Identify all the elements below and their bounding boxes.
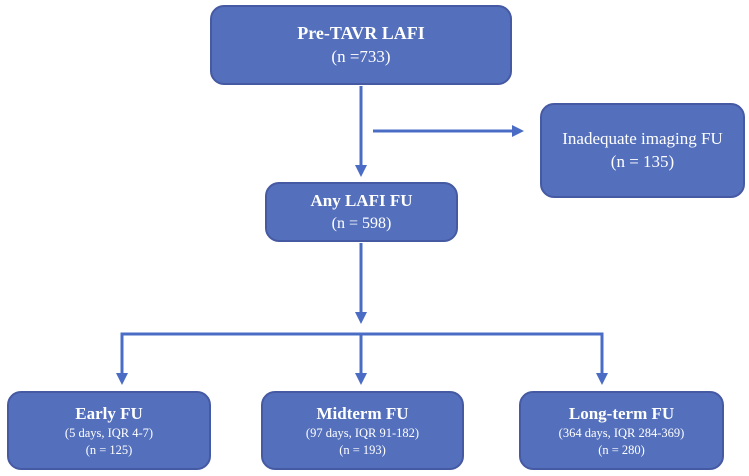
node-longterm-fu: Long-term FU (364 days, IQR 284-369) (n … (519, 391, 724, 470)
node-longterm-iqr: (364 days, IQR 284-369) (558, 426, 685, 441)
node-any-lafi-fu: Any LAFI FU (n = 598) (265, 182, 458, 242)
node-midterm-count: (n = 193) (339, 442, 386, 457)
node-inadequate-count: (n = 135) (610, 151, 675, 171)
node-inadequate-imaging-fu: Inadequate imaging FU (n = 135) (540, 103, 745, 198)
node-inadequate-title: Inadequate imaging FU (562, 129, 723, 149)
node-midterm-iqr: (97 days, IQR 91-182) (305, 426, 420, 441)
node-midterm-title: Midterm FU (316, 403, 409, 423)
node-pre-tavr-title: Pre-TAVR LAFI (297, 22, 425, 43)
node-longterm-count: (n = 280) (598, 442, 645, 457)
node-anyfu-title: Any LAFI FU (310, 191, 413, 211)
node-anyfu-count: (n = 598) (331, 214, 392, 232)
node-early-title: Early FU (75, 403, 143, 423)
node-early-fu: Early FU (5 days, IQR 4-7) (n = 125) (7, 391, 211, 470)
node-pre-tavr-lafi: Pre-TAVR LAFI (n =733) (210, 5, 512, 85)
node-early-count: (n = 125) (85, 442, 133, 457)
node-longterm-title: Long-term FU (568, 403, 675, 423)
node-early-iqr: (5 days, IQR 4-7) (64, 426, 154, 441)
node-midterm-fu: Midterm FU (97 days, IQR 91-182) (n = 19… (261, 391, 464, 470)
node-pre-tavr-count: (n =733) (331, 46, 391, 66)
